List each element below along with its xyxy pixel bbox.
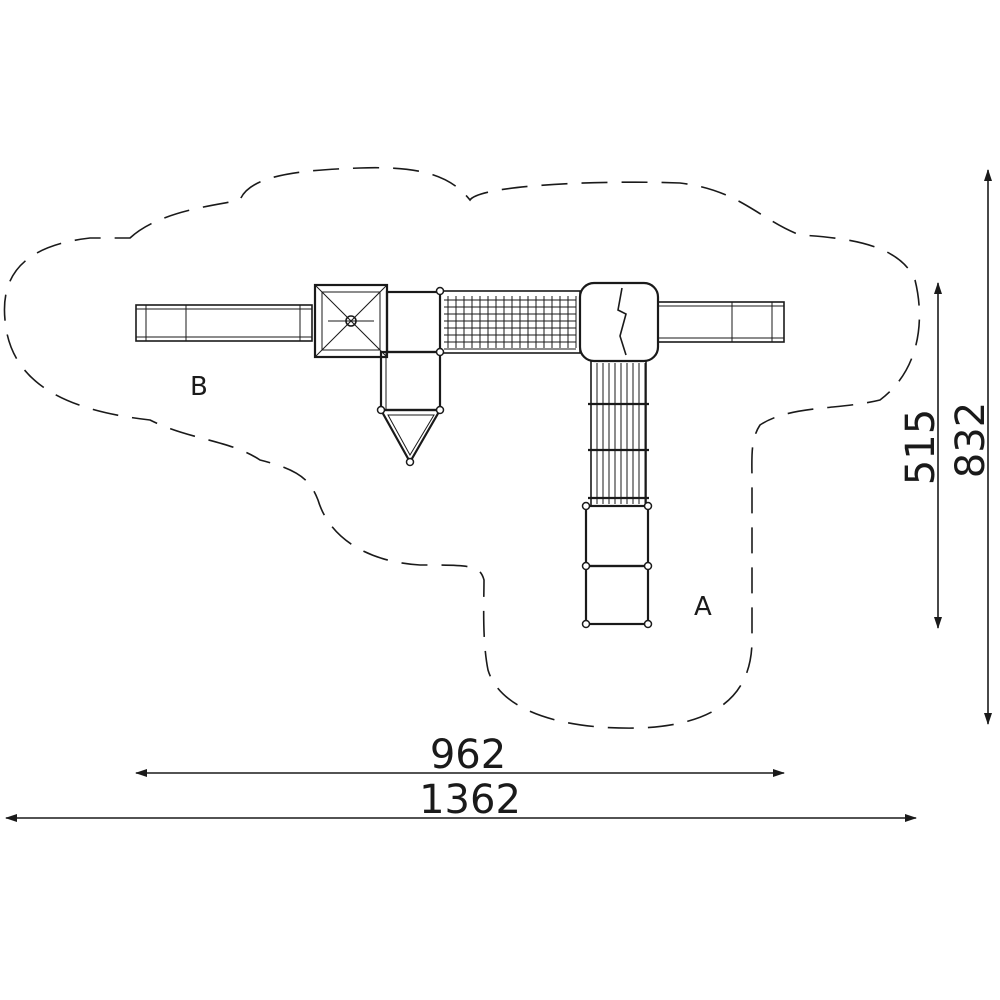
triangle-net: [379, 408, 442, 465]
dimension-962-label: 962: [430, 732, 506, 778]
net-bridge: [439, 290, 581, 354]
crawl-tunnel: [588, 360, 649, 507]
roof-tower: [313, 283, 389, 359]
dimension-832-label: 832: [948, 402, 994, 478]
corner-tower: [578, 281, 660, 363]
lower-box-1: [584, 504, 650, 568]
left-slide: [135, 304, 313, 342]
right-slide: [657, 301, 785, 343]
dimension-515-label: 515: [898, 409, 944, 485]
stair-tower: [379, 350, 442, 412]
lower-box-2: [584, 564, 650, 626]
dimension-depth-inner: 515: [898, 282, 944, 629]
zone-label-a: A: [694, 592, 712, 622]
zone-label-b: B: [190, 372, 208, 402]
safety-zone-outline: [3, 166, 921, 729]
platform: [385, 290, 442, 354]
dimension-depth-outer: 832: [948, 169, 994, 725]
dimension-1362-label: 1362: [419, 777, 521, 823]
posts: [376, 286, 653, 629]
dimension-width-outer: 1362: [5, 777, 917, 823]
dimension-width-inner: 962: [135, 732, 785, 778]
